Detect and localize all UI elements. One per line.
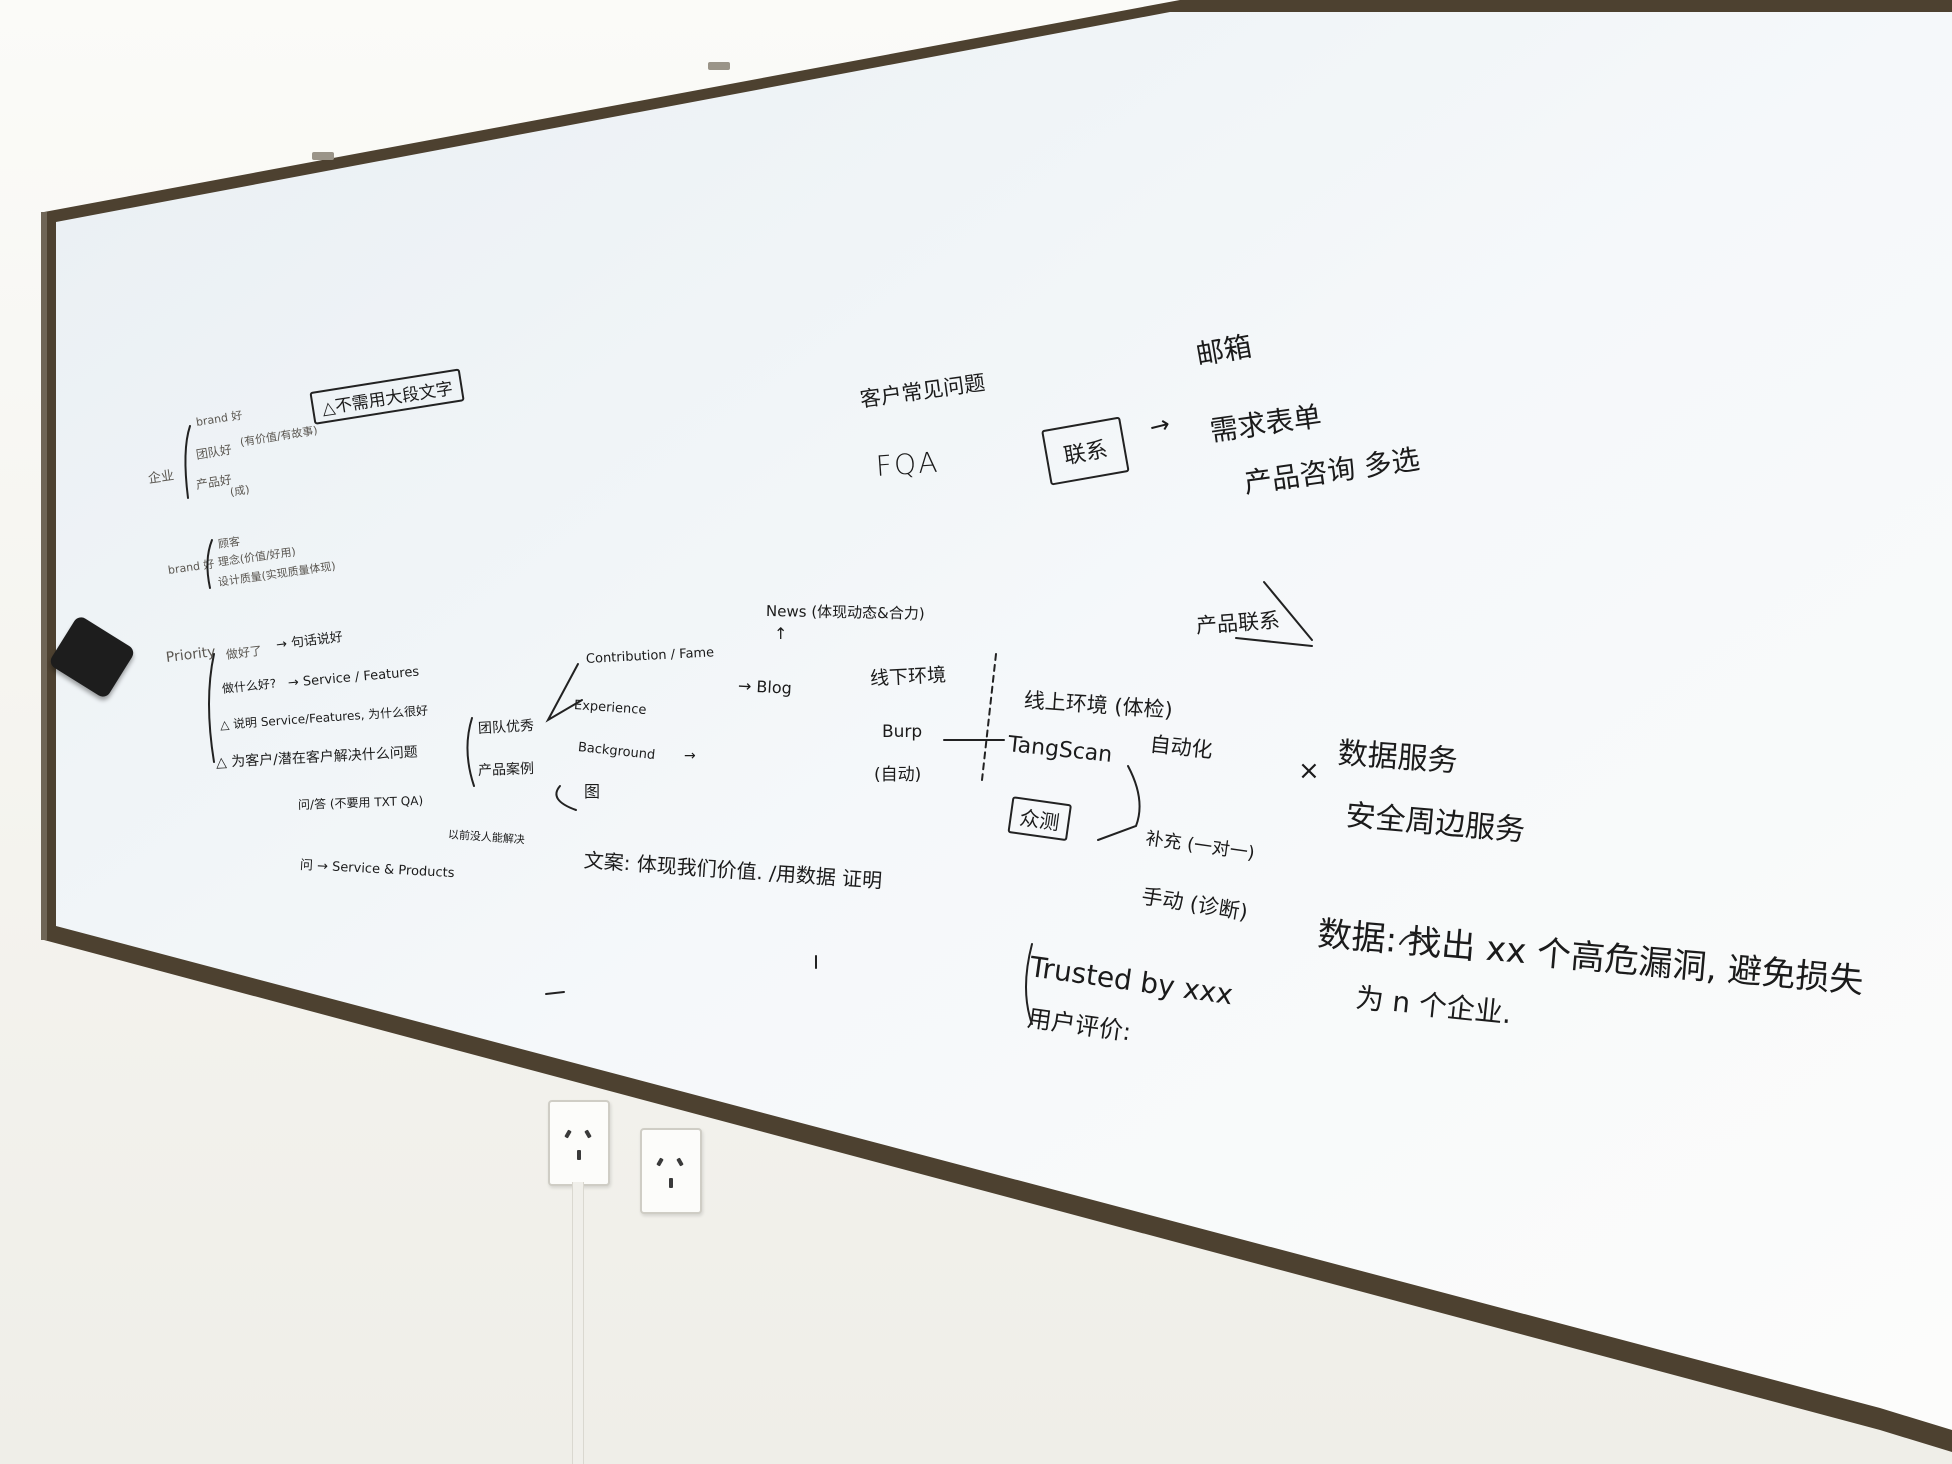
cable-conduit <box>572 1182 584 1464</box>
underline-stroke <box>1263 581 1313 641</box>
stray-mark <box>545 991 565 995</box>
note-news-arrow: ↑ <box>774 624 788 643</box>
loop-stroke <box>1097 765 1141 841</box>
frame-clip <box>708 62 730 70</box>
wall-outlet <box>548 1100 610 1186</box>
bracket-stroke <box>1025 943 1033 1025</box>
caret-stroke <box>1399 934 1429 949</box>
branch-stroke <box>555 785 577 811</box>
board-surface <box>56 12 1952 1430</box>
bracket-stroke <box>184 425 191 499</box>
note-burp: Burp <box>882 722 923 742</box>
bracket-stroke <box>466 717 475 787</box>
bracket-stroke <box>206 539 213 589</box>
underline-stroke <box>1235 637 1313 647</box>
bracket-stroke <box>208 653 215 763</box>
branch-stroke <box>545 663 583 723</box>
note-background-arrow: → <box>684 748 696 764</box>
frame-clip <box>312 152 334 160</box>
wall-outlet <box>640 1128 702 1214</box>
note-picture: 图 <box>584 782 601 801</box>
divider-stroke <box>981 653 997 781</box>
note-cross: × <box>1298 756 1320 786</box>
note-burp-auto: (自动) <box>874 765 922 785</box>
